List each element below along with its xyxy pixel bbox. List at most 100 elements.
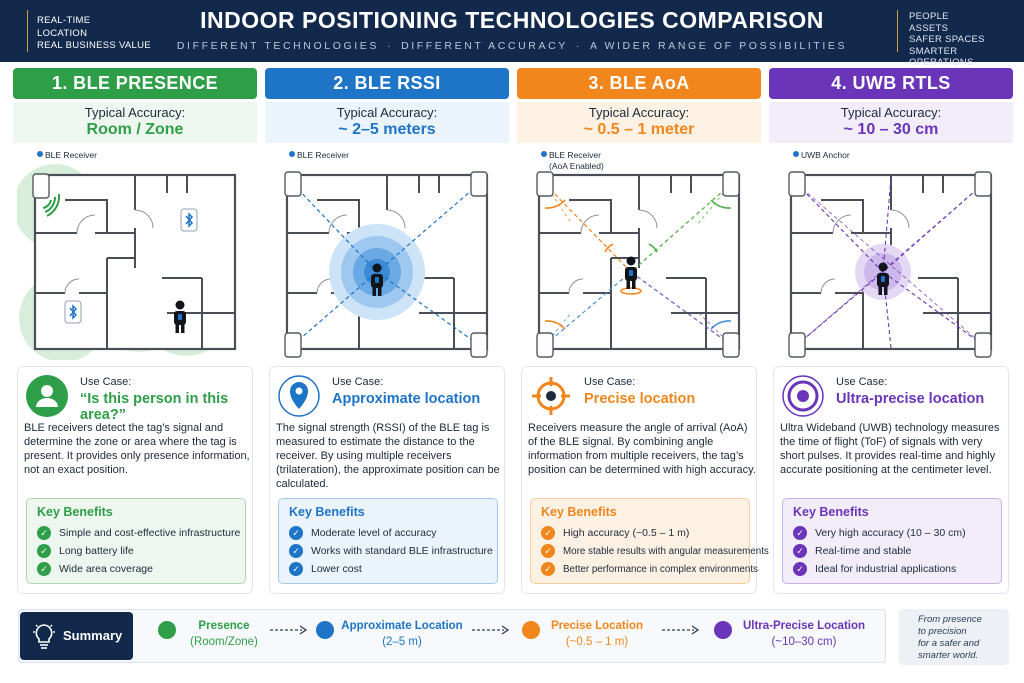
check-icon: ✓	[541, 562, 555, 577]
check-icon: ✓	[793, 562, 807, 577]
ble-receiver-device	[32, 173, 50, 199]
ble-receiver-device	[284, 332, 302, 358]
accuracy-label: Typical Accuracy:	[588, 105, 690, 120]
person-icon	[625, 256, 637, 289]
person-icon	[174, 300, 186, 333]
benefit-item: ✓ Real-time and stable	[793, 543, 911, 559]
aoa-receiver-device	[722, 332, 740, 358]
arrow-right-icon	[660, 623, 700, 637]
step-name: Presence	[198, 620, 250, 632]
header-divider	[27, 10, 28, 52]
benefit-text: Ideal for industrial applications	[815, 563, 957, 575]
technology-column: 1. BLE PRESENCE Typical Accuracy: Room /…	[13, 68, 257, 594]
audience-item: SAFER SPACES	[909, 34, 985, 45]
arrow-right-icon	[470, 623, 510, 637]
accuracy-band: Typical Accuracy: ~ 2–5 meters	[265, 102, 509, 143]
tagline-line: REAL-TIME	[37, 15, 91, 26]
accuracy-label: Typical Accuracy:	[840, 105, 942, 120]
use-case-label: Use Case:	[836, 376, 888, 388]
location-pin-icon	[278, 375, 320, 417]
step-sub: (~0.5 – 1 m)	[565, 636, 629, 648]
step-dot	[158, 621, 176, 639]
accuracy-value: ~ 2–5 meters	[338, 121, 436, 138]
check-icon: ✓	[289, 544, 303, 559]
accuracy-band: Typical Accuracy: ~ 10 – 30 cm	[769, 102, 1013, 143]
use-case-description: Receivers measure the angle of arrival (…	[528, 422, 756, 476]
floor-plan-diagram: BLE Receiver	[269, 148, 505, 360]
closing-statement: From presence to precision for a safer a…	[899, 609, 1009, 665]
benefit-text: Real-time and stable	[815, 545, 912, 557]
benefit-item: ✓ Lower cost	[289, 561, 362, 577]
aoa-receiver-device	[536, 171, 554, 197]
accuracy-label: Typical Accuracy:	[336, 105, 438, 120]
use-case-description: Ultra Wideband (UWB) technology measures…	[780, 422, 1000, 476]
floor-plan-diagram: BLE Receiver	[17, 148, 253, 360]
uwb-anchor-device	[788, 171, 806, 197]
check-icon: ✓	[793, 526, 807, 541]
use-case-title: Ultra-precise location	[836, 391, 985, 407]
use-case-title: “Is this person in this area?”	[80, 391, 229, 423]
bluetooth-icon	[180, 208, 198, 232]
uwb-anchor-device	[788, 332, 806, 358]
key-benefits-box: Key Benefits ✓Simple and cost-effective …	[26, 498, 246, 584]
technology-column: 2. BLE RSSI Typical Accuracy: ~ 2–5 mete…	[265, 68, 509, 594]
use-case-card: Use Case: Precise location Receivers mea…	[521, 366, 769, 594]
use-case-label: Use Case:	[584, 376, 636, 388]
accuracy-value: Room / Zone	[86, 121, 184, 138]
accuracy-label: Typical Accuracy:	[84, 105, 186, 120]
diagram-label-line: BLE Receiver	[549, 150, 601, 160]
accuracy-band: Typical Accuracy: Room / Zone	[13, 102, 257, 143]
summary-label: Summary	[63, 628, 123, 643]
check-icon: ✓	[289, 562, 303, 577]
target-icon	[782, 375, 824, 417]
ble-receiver-device	[470, 332, 488, 358]
benefit-item: ✓ Better performance in complex environme…	[541, 561, 758, 577]
page-title: INDOOR POSITIONING TECHNOLOGIES COMPARIS…	[200, 7, 824, 33]
step-name: Precise Location	[550, 620, 644, 632]
benefit-item: ✓Moderate level of accuracy	[289, 525, 436, 541]
technology-column: 4. UWB RTLS Typical Accuracy: ~ 10 – 30 …	[769, 68, 1013, 594]
use-case-title: Approximate location	[332, 391, 481, 407]
summary-badge: Summary	[20, 612, 133, 660]
check-icon: ✓	[541, 544, 555, 559]
aoa-receiver-device	[722, 171, 740, 197]
benefit-item: ✓Long battery life	[37, 543, 134, 559]
step-dot	[316, 621, 334, 639]
technology-column: 3. BLE AoA Typical Accuracy: ~ 0.5 – 1 m…	[517, 68, 769, 594]
benefit-item: ✓Very high accuracy (10 – 30 cm)	[793, 525, 966, 541]
subtitle-separator: ·	[386, 40, 394, 52]
step-sub: (~10–30 cm)	[771, 636, 837, 648]
benefit-item: ✓Simple and cost-effective infrastructur…	[37, 525, 240, 541]
benefit-item: ✓ More stable results with angular measur…	[541, 543, 769, 559]
closing-line: smarter world.	[918, 650, 979, 661]
accuracy-band: Typical Accuracy: ~ 0.5 – 1 meter	[517, 102, 761, 143]
use-case-card: Use Case: Approximate location The signa…	[269, 366, 505, 594]
column-title: 1. BLE PRESENCE	[13, 68, 257, 99]
person-icon	[371, 263, 383, 296]
check-icon: ✓	[37, 544, 51, 559]
key-benefits-title: Key Benefits	[541, 505, 617, 519]
aoa-receiver-device	[536, 332, 554, 358]
diagram-label-line: BLE Receiver	[297, 150, 349, 160]
benefit-item: ✓ Ideal for industrial applications	[793, 561, 956, 577]
floor-plan-diagram: UWB Anchor	[773, 148, 1009, 360]
check-icon: ✓	[37, 562, 51, 577]
column-title: 3. BLE AoA	[517, 68, 761, 99]
benefit-text: Better performance in complex environmen…	[563, 564, 758, 575]
ble-receiver-device	[284, 171, 302, 197]
use-case-description: The signal strength (RSSI) of the BLE ta…	[276, 422, 500, 490]
use-case-card: Use Case: Ultra-precise location Ultra W…	[773, 366, 1009, 594]
check-icon: ✓	[793, 544, 807, 559]
benefit-text: Works with standard BLE infrastructure	[311, 545, 493, 557]
subtitle-part: DIFFERENT TECHNOLOGIES	[176, 40, 379, 52]
accuracy-value: ~ 0.5 – 1 meter	[583, 121, 695, 138]
use-case-card: Use Case: “Is this person in this area?”…	[17, 366, 253, 594]
key-benefits-box: Key Benefits ✓Moderate level of accuracy…	[278, 498, 498, 584]
key-benefits-title: Key Benefits	[37, 505, 113, 519]
benefit-text: More stable results with angular measure…	[563, 546, 769, 557]
header-banner: REAL-TIME LOCATION REAL BUSINESS VALUE I…	[0, 0, 1024, 68]
key-benefits-box: Key Benefits ✓Very high accuracy (10 – 3…	[782, 498, 1002, 584]
benefit-text: Lower cost	[311, 563, 362, 575]
benefit-text: Wide area coverage	[59, 563, 153, 575]
arrow-right-icon	[268, 623, 308, 637]
